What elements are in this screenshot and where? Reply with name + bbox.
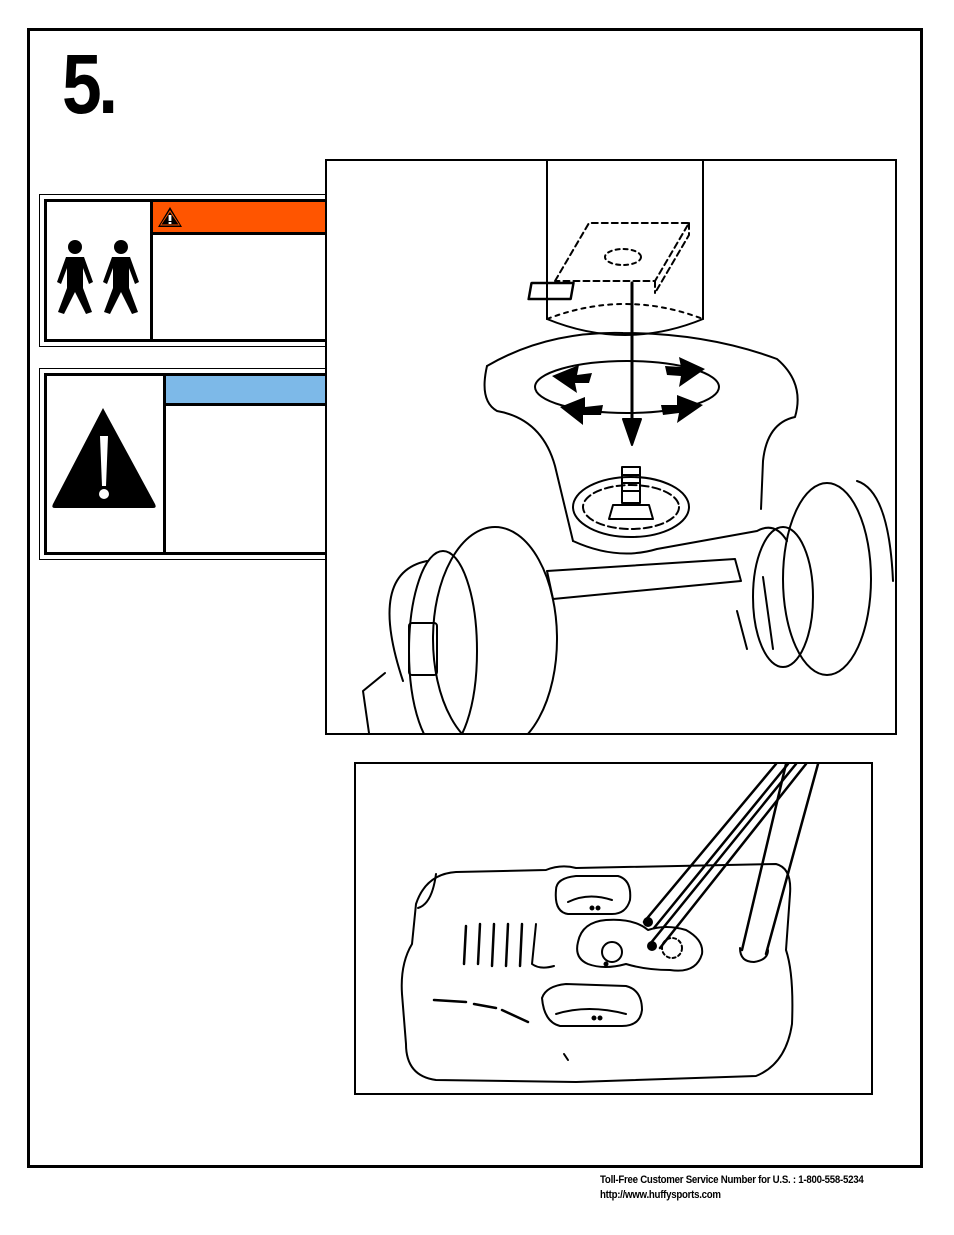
warning-label-header [153,202,353,235]
bottom-illustration [354,762,873,1095]
base-illustration [400,764,820,1083]
warning-label-frame [44,199,356,342]
pole-base-illustration [362,161,894,733]
page-frame [27,28,923,1168]
warning-label-divider [150,202,153,339]
website-url[interactable]: http://www.huffysports.com [600,1189,721,1201]
notice-label-divider [163,376,166,552]
footer: Toll-Free Customer Service Number for U.… [600,1173,864,1203]
customer-service-phone: Toll-Free Customer Service Number for U.… [600,1174,864,1186]
top-illustration [325,159,897,735]
warning-label [39,194,361,347]
step-number: 5. [62,37,118,131]
exclamation-triangle-icon [52,408,156,508]
two-people-icon [57,240,139,314]
warning-triangle-icon [158,207,182,227]
